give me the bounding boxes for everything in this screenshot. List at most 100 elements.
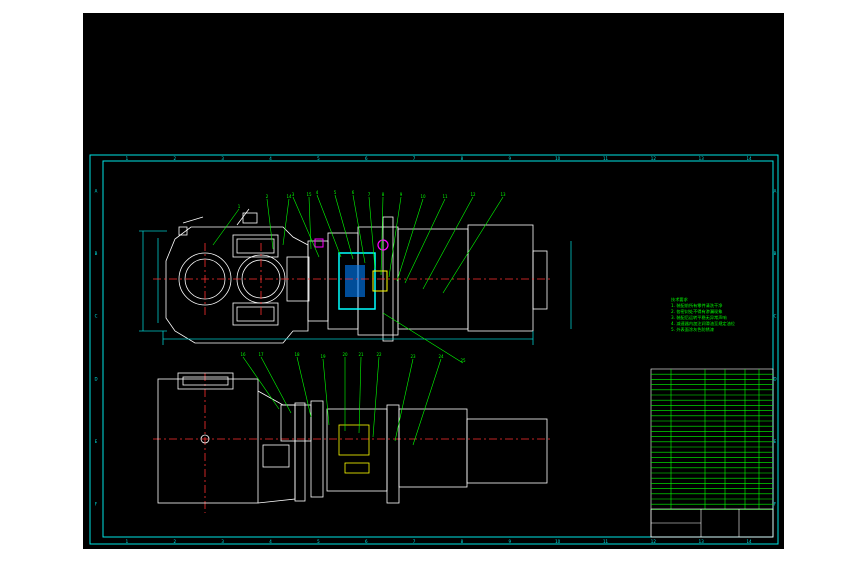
leader-line	[334, 194, 354, 260]
leader-line	[296, 356, 312, 418]
leader-line	[368, 196, 376, 270]
frame-tick-label-bottom: 9	[509, 539, 512, 544]
frame-tick-label-right: F	[774, 502, 777, 507]
part-balloon: 6	[352, 190, 355, 195]
parts-list	[650, 368, 774, 538]
part-balloon: 21	[358, 352, 364, 357]
leader-line	[352, 194, 366, 264]
part-balloon: 12	[470, 192, 476, 197]
part-balloon: 23	[410, 354, 416, 359]
frame-tick-label-bottom: 12	[651, 539, 657, 544]
frame-tick-label-bottom: 7	[413, 539, 416, 544]
frame-tick-label-bottom: 2	[174, 539, 177, 544]
leader-line	[380, 196, 384, 276]
part-balloon: 25	[460, 358, 466, 363]
frame-tick-label-bottom: 8	[461, 539, 464, 544]
frame-tick-label-right: B	[774, 251, 777, 256]
frame-tick-label-right: A	[774, 188, 777, 193]
leader-line	[394, 358, 414, 442]
frame-tick-label: 9	[509, 156, 512, 161]
part-balloon: 7	[368, 192, 371, 197]
frame-ticks-side: A A B B C C D D E E F F	[94, 188, 776, 506]
frame-tick-label: 13	[699, 156, 705, 161]
part-balloon: 5	[334, 190, 337, 195]
frame-tick-label-right: C	[774, 314, 777, 319]
frame-tick-label-right: D	[773, 376, 776, 381]
coupling-detail	[314, 238, 389, 310]
part-balloon: 1	[238, 204, 241, 209]
part-balloon: 10	[420, 194, 426, 199]
frame-tick-label-bottom: 13	[699, 539, 705, 544]
frame-tick-label-bottom: 10	[555, 539, 561, 544]
frame-tick-label: 7	[413, 156, 416, 161]
leader-line	[422, 196, 474, 290]
tech-note-line: 4. 减速器内加注润滑油至规定油位	[671, 320, 735, 327]
leader-line	[388, 196, 402, 278]
frame-tick-label-left: D	[94, 376, 97, 381]
frame-tick-label: 5	[317, 156, 320, 161]
leader-line	[308, 196, 312, 250]
part-balloon: 8	[382, 192, 385, 197]
leader-line	[412, 358, 442, 446]
part-balloon: 20	[342, 352, 348, 357]
leader-line	[404, 198, 446, 284]
frame-tick-label: 2	[174, 156, 177, 161]
leader-line	[396, 198, 424, 282]
top-view	[157, 372, 548, 504]
frame-tick-label-bottom: 11	[603, 539, 609, 544]
frame-tick-label: 12	[651, 156, 657, 161]
frame-tick-label-bottom: 1	[126, 539, 129, 544]
frame-tick-label-bottom: 14	[747, 539, 753, 544]
part-balloon: 13	[500, 192, 506, 197]
part-balloon: 3	[292, 192, 295, 197]
frame-tick-label: 6	[365, 156, 368, 161]
leader-line	[260, 356, 292, 414]
frame-tick-label-bottom: 4	[269, 539, 272, 544]
frame-tick-label-left: E	[95, 439, 98, 444]
frame-tick-label-bottom: 3	[221, 539, 224, 544]
leader-line	[372, 356, 380, 438]
frame-tick-label-right: E	[774, 439, 777, 444]
frame-tick-label: 4	[269, 156, 272, 161]
part-balloon: 4	[316, 190, 319, 195]
tech-note-line: 3. 装配后运转平稳无异常声响	[671, 314, 727, 321]
frame-tick-label: 14	[747, 156, 753, 161]
leader-line	[316, 194, 342, 258]
part-balloon: 15	[306, 192, 312, 197]
part-balloon: 2	[266, 194, 269, 199]
frame-tick-label-left: F	[95, 502, 98, 507]
top-view-detail	[338, 424, 370, 474]
part-balloon: 17	[258, 352, 264, 357]
part-balloon: 14	[286, 194, 292, 199]
leader-lines	[212, 194, 504, 446]
frame-tick-label: 8	[461, 156, 464, 161]
part-balloon: 24	[438, 354, 444, 359]
leader-line	[322, 358, 330, 426]
tech-note-line: 1. 装配前所有零件清洗干净	[671, 302, 722, 309]
frame-tick-label: 1	[126, 156, 129, 161]
frame-tick-label-left: B	[95, 251, 98, 256]
frame-tick-label: 11	[603, 156, 609, 161]
tech-note-line: 5. 外表面涂灰色防锈漆	[671, 326, 714, 333]
frame-tick-label: 3	[221, 156, 224, 161]
frame-tick-label-left: A	[95, 188, 98, 193]
inner-frame	[102, 160, 774, 538]
leader-line	[382, 312, 464, 364]
frame-tick-label-left: C	[95, 314, 98, 319]
frame-tick-label: 10	[555, 156, 561, 161]
leader-line	[442, 196, 504, 294]
frame-tick-label-bottom: 6	[365, 539, 368, 544]
part-balloon: 19	[320, 354, 326, 359]
leader-line	[266, 198, 274, 250]
tech-note-line: 2. 各密封处不得有渗漏现象	[671, 308, 722, 315]
leader-line	[242, 356, 280, 410]
part-balloon: 18	[294, 352, 300, 357]
part-balloon: 11	[442, 194, 448, 199]
leader-line	[212, 208, 240, 246]
